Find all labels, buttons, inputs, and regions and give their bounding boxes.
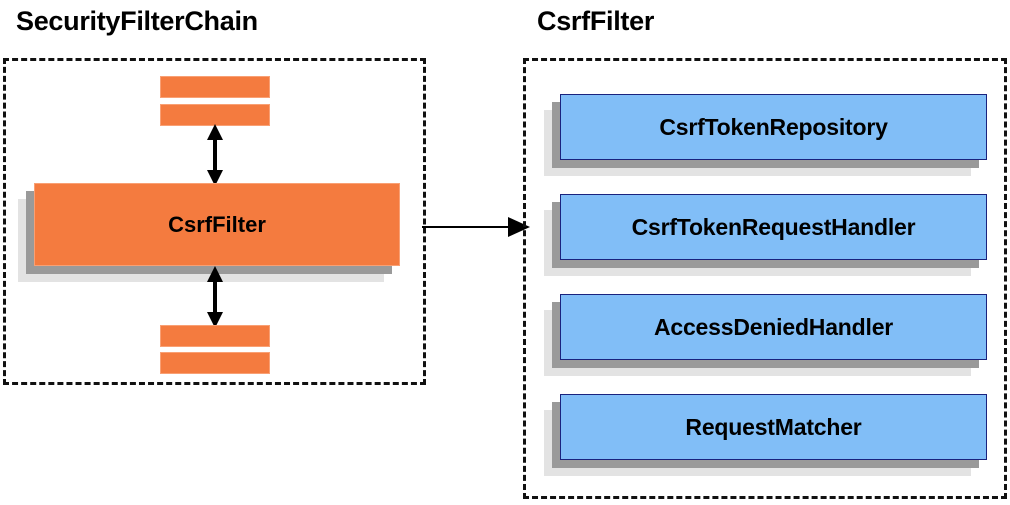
filter-bar-bottom-1	[160, 325, 270, 347]
component-csrf-token-repository[interactable]: CsrfTokenRepository	[544, 94, 987, 176]
arrow-panel-link-icon	[422, 217, 530, 237]
group-box-csrf-filter	[523, 58, 1007, 499]
filter-bar-bottom-2	[160, 352, 270, 374]
component-label-request-matcher: RequestMatcher	[560, 394, 987, 460]
filter-bar-top-2	[160, 104, 270, 126]
arrow-up-double-headed	[207, 124, 223, 186]
group-box-security-filter-chain	[3, 58, 426, 385]
panel-title-security-filter-chain: SecurityFilterChain	[16, 6, 258, 36]
component-csrf-filter[interactable]: CsrfFilter	[18, 183, 400, 282]
component-label-csrf-token-repository: CsrfTokenRepository	[560, 94, 987, 160]
component-label-csrf-token-request-handler: CsrfTokenRequestHandler	[560, 194, 987, 260]
component-access-denied-handler[interactable]: AccessDeniedHandler	[544, 294, 987, 376]
component-request-matcher[interactable]: RequestMatcher	[544, 394, 987, 476]
filter-bar-top-1	[160, 76, 270, 98]
panel-title-csrf-filter: CsrfFilter	[537, 6, 655, 36]
arrow-down-double-headed	[207, 266, 223, 328]
component-label-access-denied-handler: AccessDeniedHandler	[560, 294, 987, 360]
component-label-csrf-filter: CsrfFilter	[34, 183, 400, 266]
component-csrf-token-request-handler[interactable]: CsrfTokenRequestHandler	[544, 194, 987, 276]
